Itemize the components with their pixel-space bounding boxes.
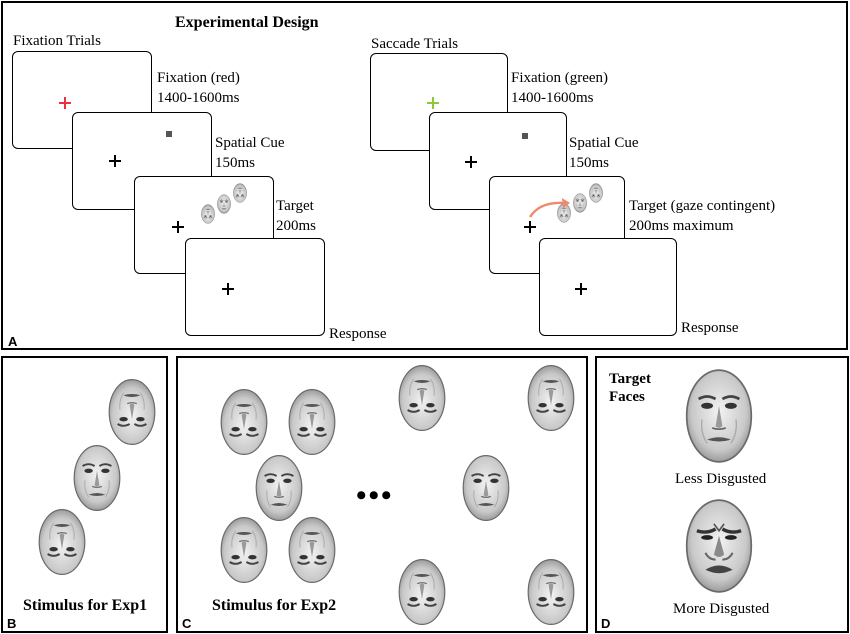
fixation-step2-label: Spatial Cue xyxy=(215,135,285,151)
less-disgusted-caption: Less Disgusted xyxy=(675,471,767,487)
inverted-face-icon xyxy=(288,388,336,456)
saccade-step1-duration: 1400-1600ms xyxy=(511,90,594,106)
target-faces-heading-line1: Target xyxy=(609,371,651,387)
green-fixation-cross-icon xyxy=(427,97,439,109)
saccade-step2-label: Spatial Cue xyxy=(569,135,639,151)
fixation-step2-duration: 150ms xyxy=(215,155,256,171)
fixation-cross-icon xyxy=(109,155,121,167)
panel-c-label: C xyxy=(182,616,192,631)
upright-face-icon xyxy=(462,454,510,522)
panel-b-caption: Stimulus for Exp1 xyxy=(23,597,148,614)
fixation-cross-icon xyxy=(575,283,587,295)
fixation-step4-label: Response xyxy=(329,326,387,342)
spatial-cue-square xyxy=(522,133,528,139)
saccade-step3-duration: 200ms maximum xyxy=(629,218,734,234)
upright-face-icon xyxy=(73,444,121,512)
inverted-face-icon xyxy=(38,508,86,576)
upright-face-icon xyxy=(217,194,231,214)
inverted-face-icon xyxy=(233,183,247,203)
inverted-face-icon xyxy=(201,204,215,224)
panel-b-label: B xyxy=(7,616,17,631)
inverted-face-icon xyxy=(589,183,603,203)
panel-a: Experimental Design Fixation Trials Fixa… xyxy=(1,1,848,350)
panel-a-label: A xyxy=(8,334,18,349)
more-disgusted-face-icon xyxy=(685,498,753,594)
saccade-arrow-icon xyxy=(528,198,570,218)
inverted-face-icon xyxy=(220,388,268,456)
fixation-trials-heading: Fixation Trials xyxy=(13,33,101,49)
saccade-trials-heading: Saccade Trials xyxy=(371,36,459,52)
panel-a-title: Experimental Design xyxy=(175,14,319,31)
panel-d-label: D xyxy=(601,616,611,631)
fixation-cross-icon xyxy=(222,283,234,295)
saccade-step1-label: Fixation (green) xyxy=(511,70,609,86)
fixation-step3-duration: 200ms xyxy=(276,218,317,234)
fixation-cross-icon xyxy=(465,156,477,168)
fixation-step1-duration: 1400-1600ms xyxy=(157,90,240,106)
ellipsis-dots: ••• xyxy=(356,479,394,512)
fixation-cross-icon xyxy=(172,221,184,233)
saccade-step3-label: Target (gaze contingent) xyxy=(629,198,776,214)
inverted-face-icon xyxy=(527,558,575,626)
red-fixation-cross-icon xyxy=(59,97,71,109)
fixation-screen-4 xyxy=(185,238,325,336)
more-disgusted-caption: More Disgusted xyxy=(673,601,770,617)
inverted-face-icon xyxy=(220,516,268,584)
inverted-face-icon xyxy=(398,364,446,432)
inverted-face-icon xyxy=(398,558,446,626)
fixation-cross-icon xyxy=(524,221,536,233)
panel-c: ••• Stimulus for Exp2 C xyxy=(176,356,588,633)
panel-c-caption: Stimulus for Exp2 xyxy=(212,597,337,614)
target-faces-heading-line2: Faces xyxy=(609,389,645,405)
spatial-cue-square xyxy=(166,131,172,137)
inverted-face-icon xyxy=(108,378,156,446)
panel-d: Target Faces Less Disgusted More Disgust… xyxy=(595,356,849,633)
less-disgusted-face-icon xyxy=(685,368,753,464)
fixation-step3-label: Target xyxy=(276,198,314,214)
inverted-face-icon xyxy=(527,364,575,432)
panel-b: Stimulus for Exp1 B xyxy=(1,356,168,633)
saccade-step4-label: Response xyxy=(681,320,739,336)
inverted-face-icon xyxy=(288,516,336,584)
fixation-step1-label: Fixation (red) xyxy=(157,70,240,86)
saccade-screen-4 xyxy=(539,238,677,336)
saccade-step2-duration: 150ms xyxy=(569,155,610,171)
upright-face-icon xyxy=(255,454,303,522)
